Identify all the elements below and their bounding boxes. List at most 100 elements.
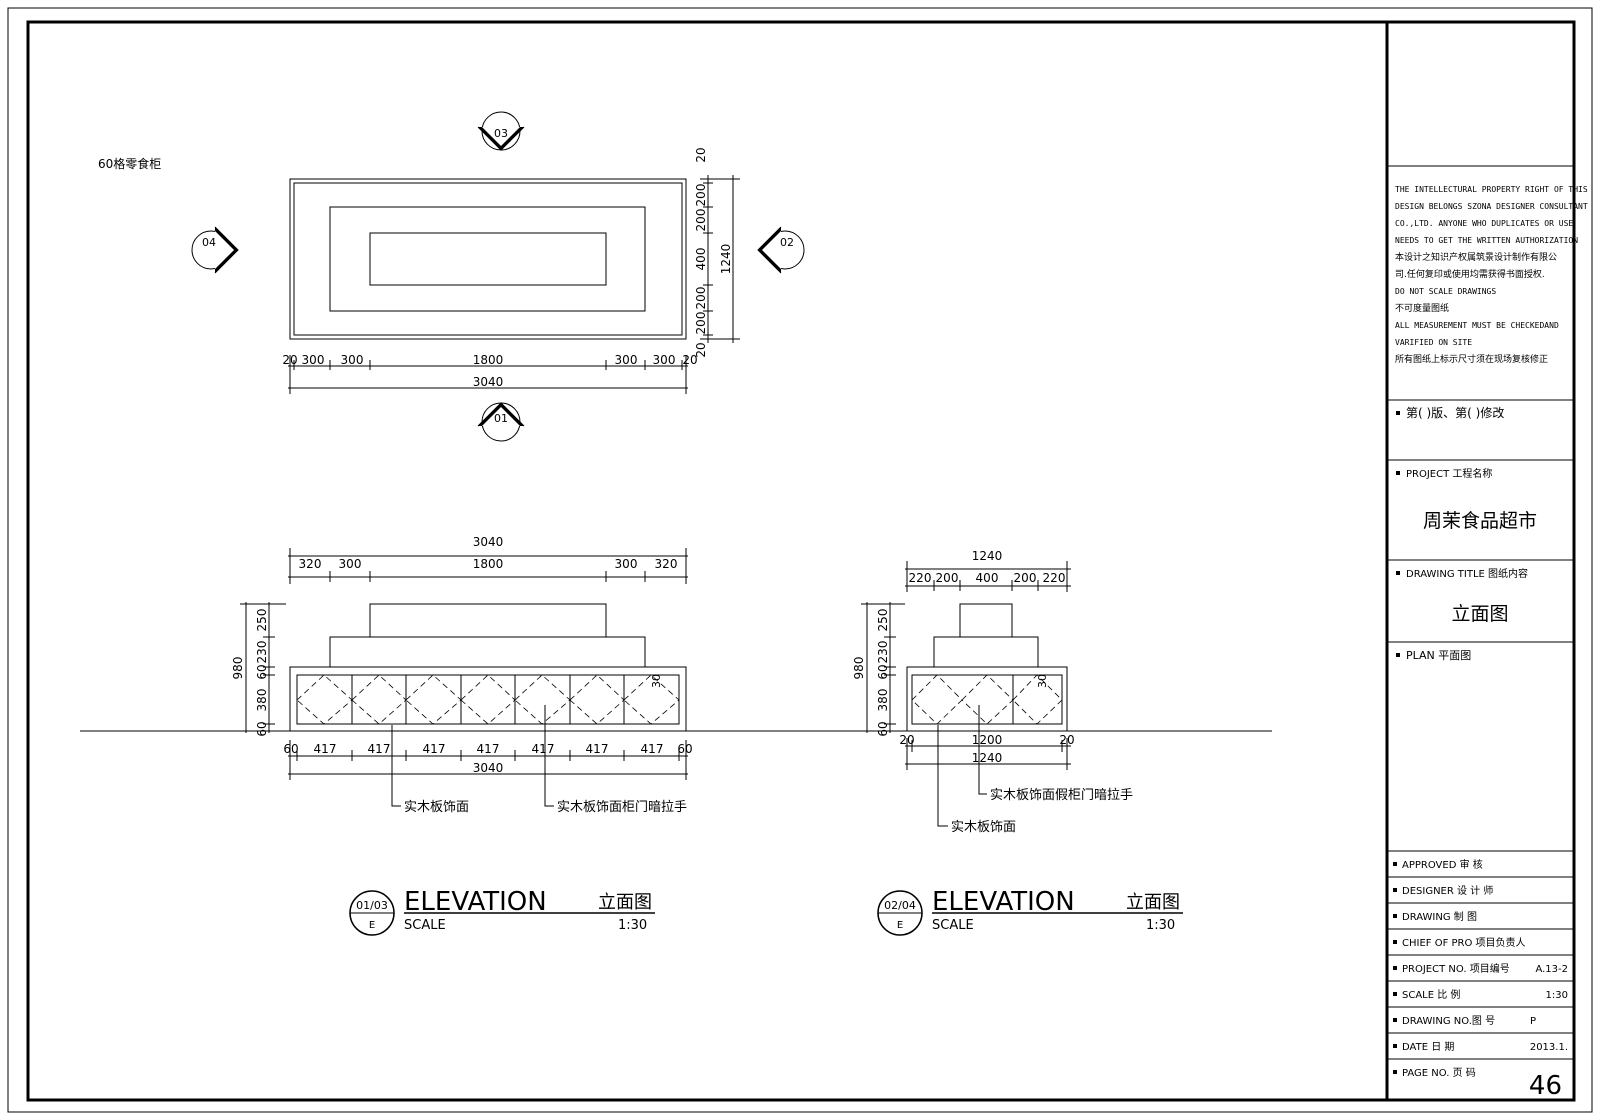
- svg-text:200: 200: [694, 312, 708, 335]
- svg-text:NEEDS TO GET THE WRITTEN AUTHO: NEEDS TO GET THE WRITTEN AUTHORIZATION: [1395, 236, 1578, 245]
- svg-text:PLAN 平面图: PLAN 平面图: [1406, 649, 1471, 662]
- front-elevation: 3040 320 300 1800 300 320 250 230 60 380…: [231, 535, 693, 815]
- plan-middle-rect: [329, 206, 646, 312]
- svg-text:1240: 1240: [972, 549, 1003, 563]
- svg-text:60: 60: [876, 664, 890, 679]
- svg-text:400: 400: [694, 248, 708, 271]
- svg-text:60: 60: [677, 742, 692, 756]
- svg-text:E: E: [897, 920, 903, 931]
- svg-text:417: 417: [532, 742, 555, 756]
- svg-text:300: 300: [615, 557, 638, 571]
- svg-text:03: 03: [494, 127, 508, 140]
- svg-text:20: 20: [694, 342, 708, 357]
- front-middle-tier: [329, 636, 646, 668]
- side-door-pattern: [911, 674, 1063, 725]
- svg-text:30: 30: [1036, 674, 1049, 688]
- elevation-title-text: ELEVATION: [404, 887, 547, 917]
- svg-text:300: 300: [339, 557, 362, 571]
- svg-text:417: 417: [477, 742, 500, 756]
- svg-text:200: 200: [694, 209, 708, 232]
- project-name: 周茉食品超市: [1423, 510, 1537, 532]
- svg-text:417: 417: [586, 742, 609, 756]
- svg-text:1800: 1800: [473, 557, 504, 571]
- svg-text:60: 60: [876, 721, 890, 736]
- svg-text:1240: 1240: [719, 244, 733, 275]
- svg-text:20: 20: [899, 733, 914, 747]
- svg-text:250: 250: [876, 609, 890, 632]
- svg-text:VARIFIED ON SITE: VARIFIED ON SITE: [1395, 338, 1472, 347]
- svg-text:DESIGNER 设 计 师: DESIGNER 设 计 师: [1402, 884, 1493, 897]
- svg-text:230: 230: [876, 641, 890, 664]
- svg-text:1240: 1240: [972, 751, 1003, 765]
- svg-text:ALL MEASUREMENT MUST BE CHECKE: ALL MEASUREMENT MUST BE CHECKEDAND: [1395, 321, 1559, 330]
- side-middle-tier: [933, 636, 1039, 668]
- svg-text:3040: 3040: [473, 761, 504, 775]
- front-label-door: 实木板饰面柜门暗拉手: [557, 800, 687, 815]
- svg-text:400: 400: [976, 571, 999, 585]
- side-cabinet-outer: [906, 666, 1068, 732]
- svg-text:ELEVATION: ELEVATION: [932, 887, 1075, 917]
- svg-text:所有图纸上标示尺寸须在现场复核修正: 所有图纸上标示尺寸须在现场复核修正: [1395, 353, 1548, 365]
- svg-text:980: 980: [231, 657, 245, 680]
- svg-text:200: 200: [1014, 571, 1037, 585]
- svg-text:200: 200: [694, 287, 708, 310]
- svg-text:01/03: 01/03: [356, 899, 388, 912]
- front-cabinet-outer: [289, 666, 687, 732]
- svg-text:SCALE 比 例: SCALE 比 例: [1402, 988, 1460, 1001]
- svg-text:P: P: [1530, 1016, 1536, 1027]
- svg-text:20: 20: [682, 353, 697, 367]
- svg-text:30: 30: [650, 674, 663, 688]
- page-number: 46: [1529, 1071, 1562, 1101]
- side-label-panel: 实木板饰面: [951, 820, 1016, 835]
- svg-text:本设计之知识产权属筑景设计制作有限公: 本设计之知识产权属筑景设计制作有限公: [1395, 251, 1557, 263]
- outer-frame: [7, 7, 1593, 1113]
- svg-text:CHIEF OF PRO 项目负责人: CHIEF OF PRO 项目负责人: [1402, 936, 1526, 949]
- svg-text:02: 02: [780, 236, 794, 249]
- svg-text:3040: 3040: [473, 535, 504, 549]
- svg-text:300: 300: [615, 353, 638, 367]
- svg-text:1:30: 1:30: [1146, 918, 1175, 933]
- svg-text:2013.1.: 2013.1.: [1530, 1042, 1568, 1053]
- plan-view: 60格零食柜 03 01 04 02: [98, 111, 805, 442]
- svg-text:60: 60: [255, 721, 269, 736]
- svg-text:PROJECT NO. 项目编号: PROJECT NO. 项目编号: [1402, 962, 1510, 975]
- svg-text:立面图: 立面图: [598, 892, 652, 913]
- svg-text:250: 250: [255, 609, 269, 632]
- plan-marker-top: 03: [477, 111, 525, 151]
- svg-text:220: 220: [1043, 571, 1066, 585]
- svg-text:20: 20: [694, 147, 708, 162]
- svg-text:60: 60: [283, 742, 298, 756]
- plan-outer-rect: [289, 178, 687, 340]
- front-cabinet-inner: [296, 674, 680, 725]
- svg-text:1:30: 1:30: [618, 918, 647, 933]
- front-door-pattern: [296, 674, 680, 725]
- svg-text:1800: 1800: [473, 353, 504, 367]
- svg-text:60: 60: [255, 664, 269, 679]
- svg-text:SCALE: SCALE: [932, 918, 974, 933]
- front-top-tier: [369, 603, 607, 638]
- svg-text:320: 320: [299, 557, 322, 571]
- svg-text:1200: 1200: [972, 733, 1003, 747]
- svg-text:DRAWING TITLE 图纸内容: DRAWING TITLE 图纸内容: [1406, 567, 1528, 580]
- svg-text:300: 300: [653, 353, 676, 367]
- svg-text:立面图: 立面图: [1126, 892, 1180, 913]
- copyright-notice: THE INTELLECTURAL PROPERTY RIGHT OF THIS…: [1395, 185, 1588, 365]
- svg-text:DO NOT SCALE DRAWINGS: DO NOT SCALE DRAWINGS: [1395, 287, 1496, 296]
- plan-marker-bottom: 01: [477, 402, 525, 442]
- side-elevation-title: 02/04 E ELEVATION 立面图 SCALE 1:30: [877, 887, 1183, 936]
- svg-text:PAGE NO. 页 码: PAGE NO. 页 码: [1402, 1067, 1476, 1079]
- svg-text:417: 417: [314, 742, 337, 756]
- front-elevation-title: 01/03 E ELEVATION 立面图 SCALE 1:30: [349, 887, 655, 936]
- svg-text:SCALE: SCALE: [404, 918, 446, 933]
- side-elevation: 1240 220 200 400 200 220 250 230 60 380 …: [852, 549, 1133, 835]
- svg-text:3040: 3040: [473, 375, 504, 389]
- svg-text:04: 04: [202, 236, 216, 249]
- svg-text:980: 980: [852, 657, 866, 680]
- svg-text:02/04: 02/04: [884, 899, 916, 912]
- revision-field: 第( )版、第( )修改: [1406, 405, 1504, 420]
- svg-text:300: 300: [302, 353, 325, 367]
- svg-text:DRAWING 制 图: DRAWING 制 图: [1402, 910, 1477, 923]
- plan-inner-rect: [369, 232, 607, 286]
- svg-text:417: 417: [368, 742, 391, 756]
